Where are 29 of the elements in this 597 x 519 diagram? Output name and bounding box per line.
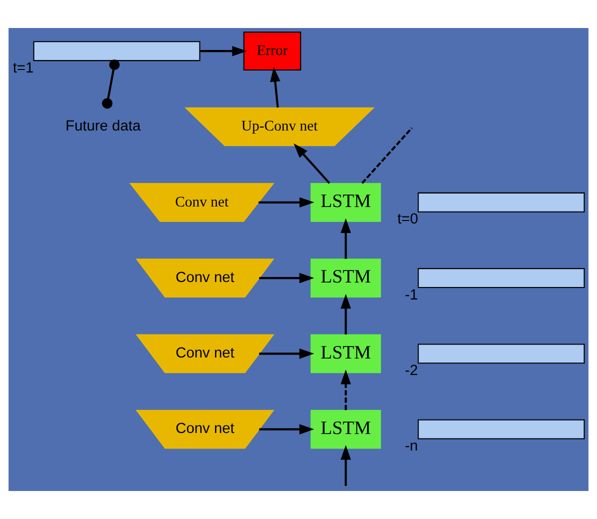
node-label: t=1 [12,60,34,76]
node-bar [418,192,585,212]
arrow [259,424,314,434]
arrow [258,197,314,208]
arrow [340,445,351,486]
arrow [340,294,351,334]
arrow [259,348,314,359]
arrow [270,66,280,108]
node-bar [33,41,200,62]
node-text: Future data [66,118,141,135]
node-bar [418,268,585,288]
connector [102,60,120,109]
node-label: -1 [404,287,418,304]
node-label: -2 [404,362,418,379]
arrow [200,46,247,56]
node-box: LSTM [310,410,381,449]
node-label: -n [404,438,418,455]
node-bar [418,344,585,364]
connector [361,127,413,184]
node-bar [418,419,585,440]
arrow [340,370,351,410]
node-box: Error [243,32,302,71]
arrow [259,272,314,284]
node-label: t=0 [397,212,418,228]
node-box: LSTM [310,334,381,374]
node-box: LSTM [310,258,381,298]
node-box: LSTM [310,182,381,222]
arrow [294,143,330,184]
arrow [340,218,351,259]
